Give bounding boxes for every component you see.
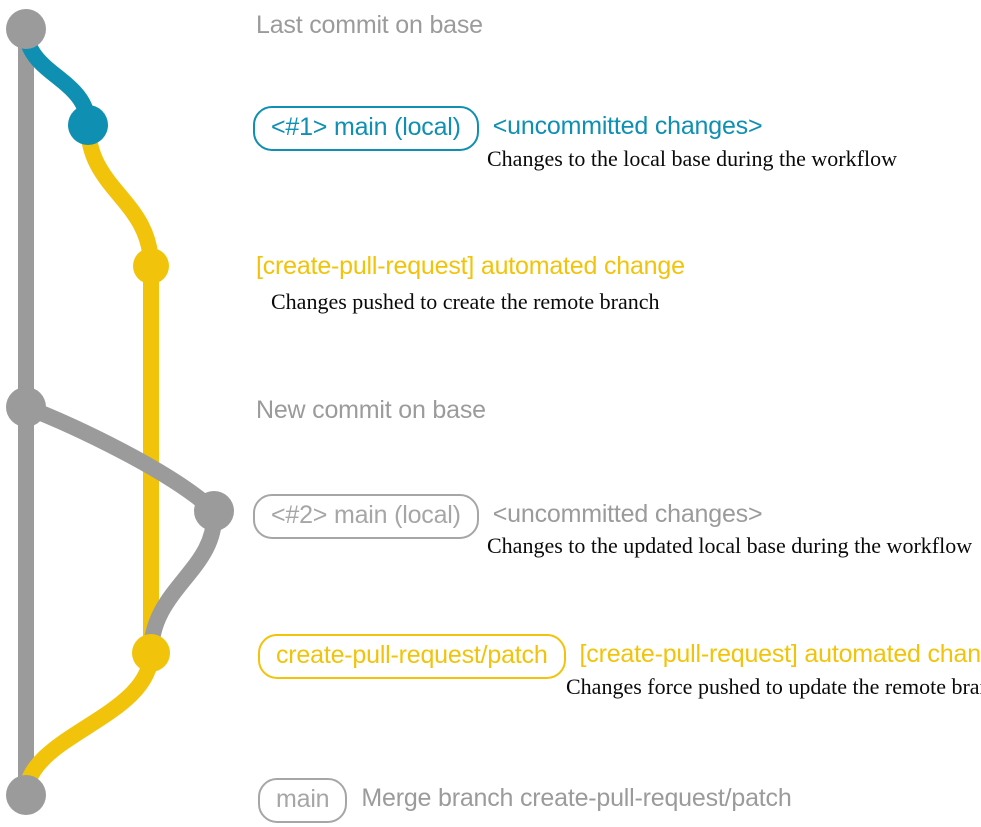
ref-pill-main[interactable]: main [258,778,348,823]
commit-subject-new-commit-on-base: New commit on base [256,396,486,424]
commit-subject-merge: Merge branch create-pull-request/patch [361,784,792,812]
commit-subject-local-1: <uncommitted changes> [492,112,763,140]
commit-dot-last-commit-on-base[interactable] [6,9,46,49]
row-merge-commit: main Merge branch create-pull-request/pa… [258,778,792,823]
commit-subject-automated-change-2: [create-pull-request] automated change [579,640,981,668]
ref-pill-create-pull-request-patch[interactable]: create-pull-request/patch [258,634,566,679]
commit-note-automated-change-1: Changes pushed to create the remote bran… [271,289,660,314]
commit-subject-local-2: <uncommitted changes> [492,500,763,528]
commit-dot-local-1[interactable] [68,105,108,145]
row-automated-change-2: create-pull-request/patch [create-pull-r… [258,634,981,679]
commit-note-local-1: Changes to the local base during the wor… [487,146,897,171]
commit-note-automated-change-2: Changes force pushed to update the remot… [566,674,981,699]
edge-local1-to-patch1 [80,117,159,274]
commit-subject-last-commit-on-base: Last commit on base [256,11,483,39]
edge-local2-to-patch2 [143,503,223,661]
edge-patch2-to-merge [18,645,159,803]
edge-base2-to-local2 [18,399,222,519]
commit-dot-merge[interactable] [6,775,46,815]
ref-pill-local-2[interactable]: <#2> main (local) [253,494,479,539]
row-local-2: <#2> main (local) <uncommitted changes> [253,494,763,539]
row-automated-change-1: [create-pull-request] automated change [256,254,685,279]
commit-dot-automated-change-2[interactable] [132,634,170,672]
commit-dot-local-2[interactable] [194,491,234,531]
commit-dot-automated-change-1[interactable] [133,248,169,284]
commit-dot-new-commit-on-base[interactable] [6,387,46,427]
row-local-1: <#1> main (local) <uncommitted changes> [253,106,763,151]
row-last-commit-on-base: Last commit on base [256,13,483,38]
commit-subject-automated-change-1: [create-pull-request] automated change [256,252,685,280]
ref-pill-local-1[interactable]: <#1> main (local) [253,106,479,151]
row-new-commit-on-base: New commit on base [256,398,486,423]
commit-note-local-2: Changes to the updated local base during… [487,533,973,558]
